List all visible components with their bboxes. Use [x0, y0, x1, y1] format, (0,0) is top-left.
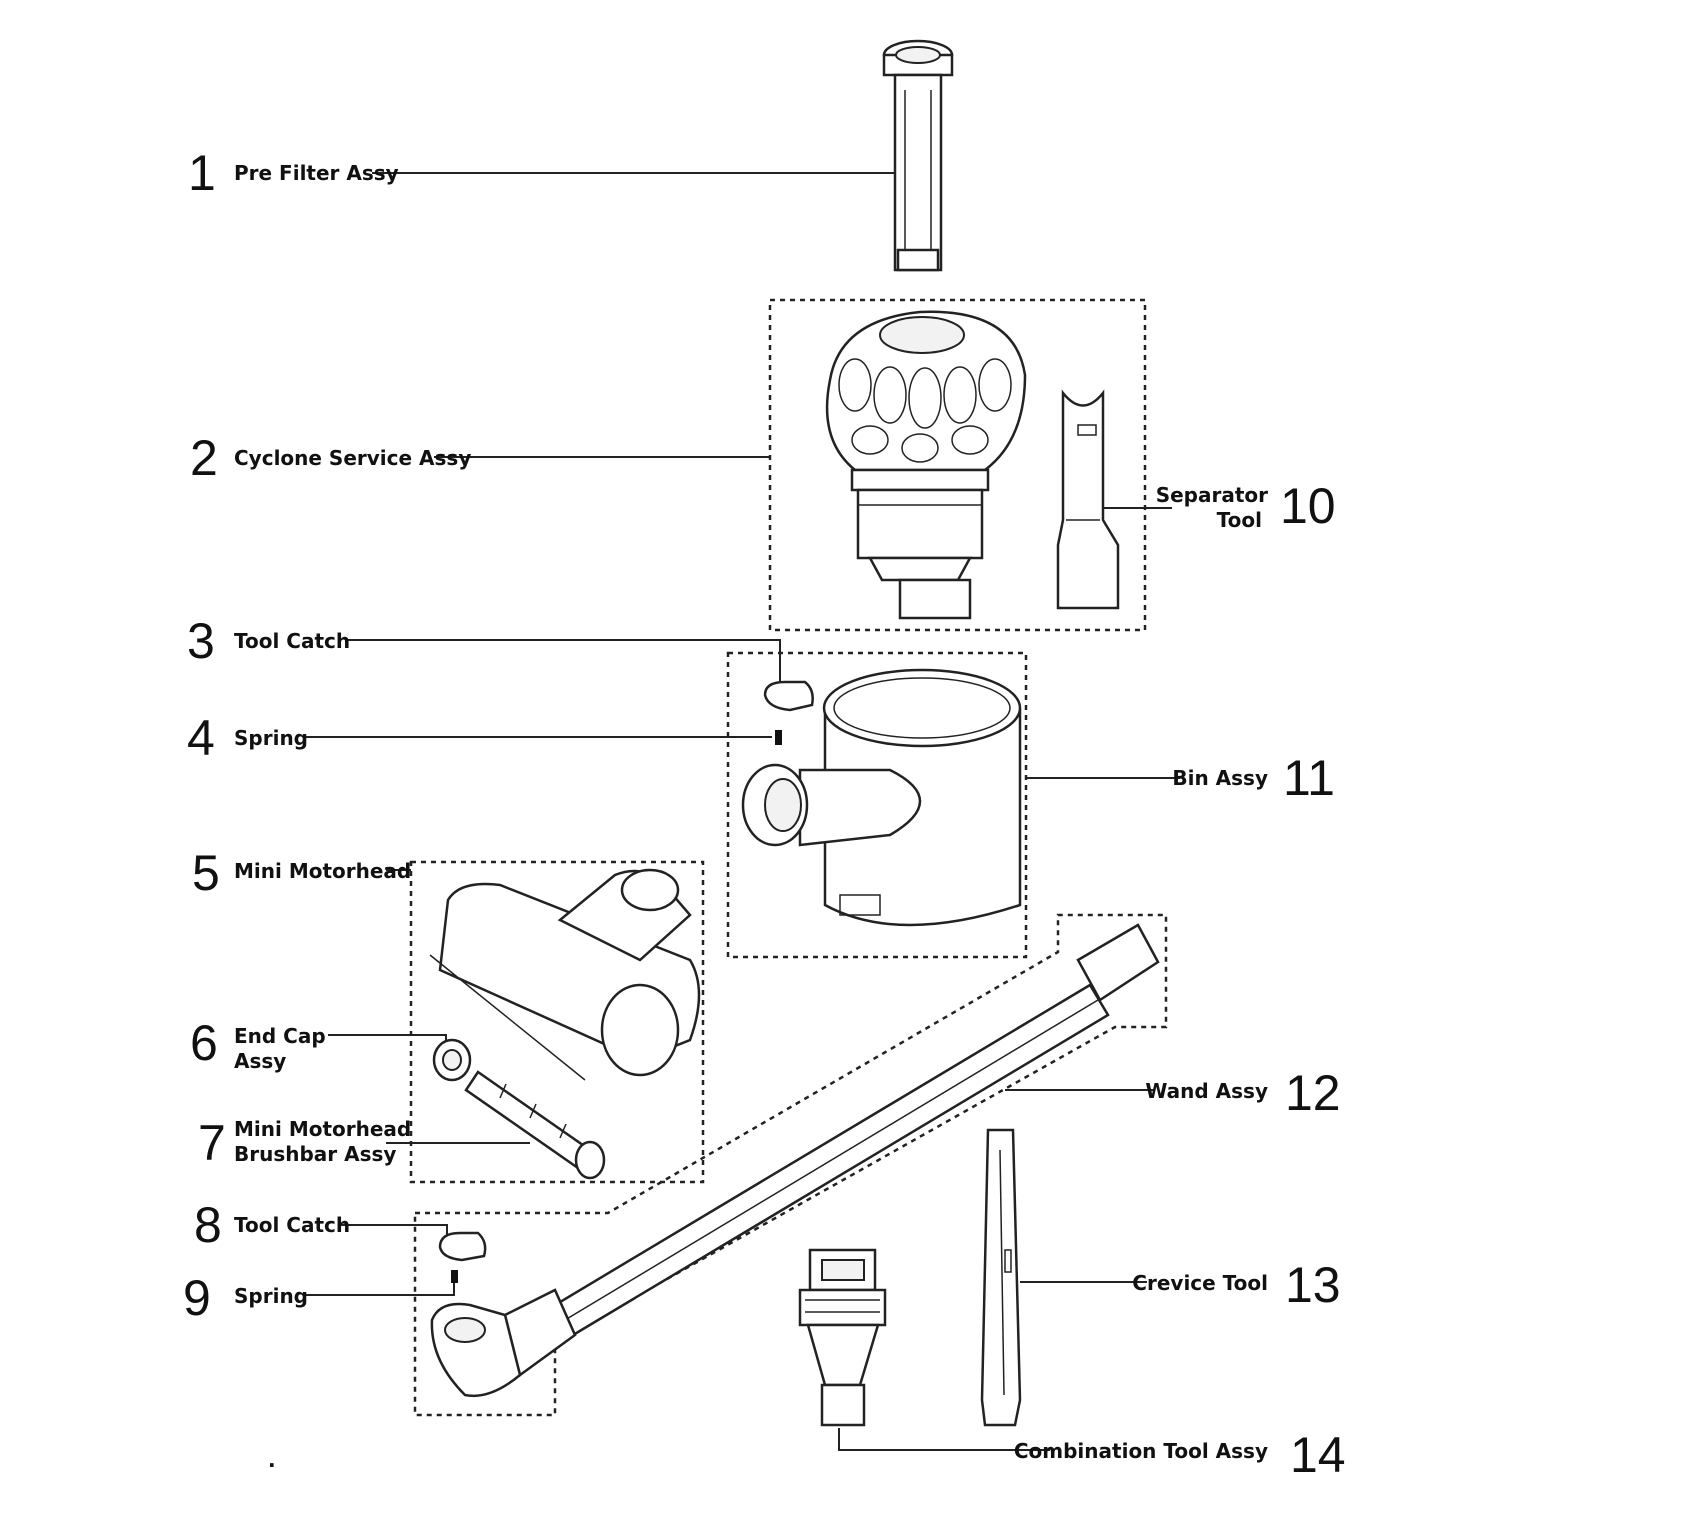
part-number-9: 9	[183, 1270, 211, 1326]
bin-group-box	[726, 651, 1028, 959]
part-label-9: Spring	[234, 1284, 308, 1308]
part-number-1: 1	[188, 145, 216, 201]
callout-14: Combination Tool Assy 14	[1014, 1427, 1346, 1483]
tool-catch-part-3	[763, 680, 814, 712]
part-label-3: Tool Catch	[234, 629, 350, 653]
part-number-14: 14	[1290, 1427, 1346, 1483]
spring-part-9	[451, 1270, 458, 1283]
part-number-7: 7	[198, 1115, 226, 1171]
callout-13: Crevice Tool 13	[1132, 1257, 1340, 1313]
callout-10: Separator Tool 10	[1156, 478, 1336, 534]
part-label-2: Cyclone Service Assy	[234, 446, 471, 470]
callout-3: 3 Tool Catch	[187, 613, 350, 669]
leader-8	[338, 1224, 448, 1238]
part-number-10: 10	[1280, 478, 1336, 534]
part-label-14: Combination Tool Assy	[1014, 1439, 1268, 1463]
callout-1: 1 Pre Filter Assy	[188, 145, 399, 201]
part-label-13: Crevice Tool	[1132, 1271, 1268, 1295]
leader-14	[838, 1428, 1050, 1451]
crevice-tool-part	[980, 1128, 1022, 1427]
pre-filter-part	[882, 39, 954, 272]
combination-tool-part	[798, 1248, 887, 1427]
separator-tool-part	[1056, 389, 1120, 610]
wand-part	[430, 923, 1160, 1398]
part-number-12: 12	[1285, 1065, 1341, 1121]
part-number-13: 13	[1285, 1257, 1341, 1313]
callout-11: Bin Assy 11	[1172, 750, 1335, 806]
part-label-6-line2: Assy	[234, 1049, 286, 1073]
bin-part	[741, 668, 1022, 927]
part-label-5: Mini Motorhead	[234, 859, 411, 883]
callout-2: 2 Cyclone Service Assy	[190, 430, 471, 486]
stray-mark: ·	[268, 1453, 276, 1477]
part-label-8: Tool Catch	[234, 1213, 350, 1237]
part-label-10-line1: Separator	[1156, 483, 1268, 507]
callout-4: 4 Spring	[187, 710, 308, 766]
end-cap-part	[432, 1038, 472, 1082]
tool-catch-part-8	[438, 1231, 487, 1262]
cyclone-group-box	[768, 298, 1147, 632]
motorhead-group-box	[409, 860, 705, 1184]
callout-5: 5 Mini Motorhead	[192, 845, 411, 901]
leader-6	[328, 1034, 447, 1045]
part-label-6-line1: End Cap	[234, 1024, 326, 1048]
part-number-11: 11	[1283, 750, 1335, 806]
callout-12: Wand Assy 12	[1145, 1065, 1340, 1121]
leader-3	[346, 639, 781, 688]
part-number-4: 4	[187, 710, 215, 766]
part-label-4: Spring	[234, 726, 308, 750]
part-label-1: Pre Filter Assy	[234, 161, 399, 185]
cyclone-part	[825, 310, 1027, 620]
part-number-2: 2	[190, 430, 218, 486]
part-label-11: Bin Assy	[1172, 766, 1268, 790]
part-number-8: 8	[194, 1197, 222, 1253]
callout-7: 7 Mini Motorhead Brushbar Assy	[198, 1115, 411, 1171]
callout-9: 9 Spring	[183, 1270, 308, 1326]
spring-part-4	[775, 730, 782, 745]
brushbar-part	[464, 1070, 606, 1180]
part-number-6: 6	[190, 1015, 218, 1071]
part-label-12: Wand Assy	[1145, 1079, 1268, 1103]
part-label-10-line2: Tool	[1217, 508, 1262, 532]
part-number-5: 5	[192, 845, 220, 901]
callout-8: 8 Tool Catch	[194, 1197, 350, 1253]
mini-motorhead-part	[429, 868, 701, 1081]
wand-group-outline	[413, 913, 1168, 1417]
part-label-7-line1: Mini Motorhead	[234, 1117, 411, 1141]
part-label-7-line2: Brushbar Assy	[234, 1142, 396, 1166]
leader-9	[306, 1283, 455, 1296]
part-number-3: 3	[187, 613, 215, 669]
callout-6: 6 End Cap Assy	[190, 1015, 326, 1073]
